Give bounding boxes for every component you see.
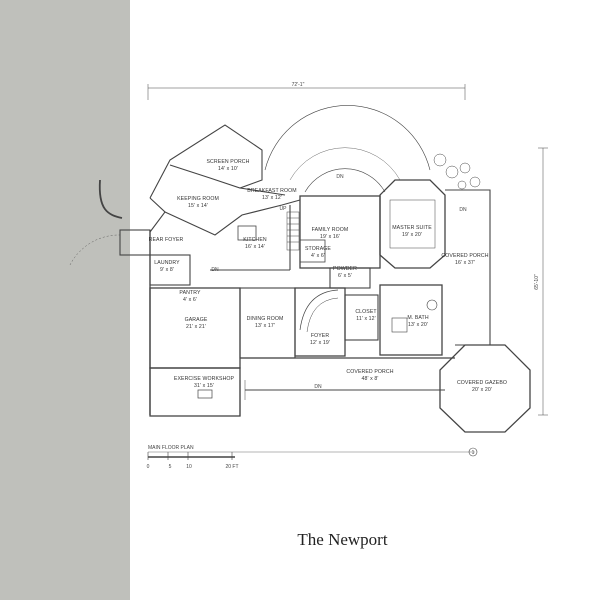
side-porch-name: COVERED PORCH [441, 253, 488, 259]
scale-tick-20: 20 FT [225, 464, 238, 470]
side-porch-outline [445, 189, 491, 346]
north-label: 1 [472, 450, 475, 456]
main-stair [286, 211, 300, 251]
north-marker [468, 447, 478, 457]
master-suite-name: MASTER SUITE [392, 225, 432, 231]
scale-tick-0: 0 [147, 464, 150, 470]
curved-stair [299, 289, 339, 331]
foyer-size: 12' x 19' [310, 340, 330, 346]
breakfast-room-size: 13' x 12' [262, 195, 282, 201]
closet-walls [344, 294, 379, 341]
screen-porch-name: SCREEN PORCH [207, 159, 250, 165]
rear-terrace-arc [264, 105, 431, 171]
side-porch-size: 16' x 37' [455, 260, 475, 266]
closet-size: 11' x 12' [356, 316, 376, 322]
keeping-room-name: KEEPING ROOM [177, 196, 219, 202]
gazebo-name: COVERED GAZEBO [457, 380, 507, 386]
master-bath-name: M. BATH [407, 315, 429, 321]
gazebo-walls [439, 344, 531, 433]
room-labels: SCREEN PORCH 14' x 10' KEEPING ROOM 15' … [149, 159, 507, 393]
storage-size: 4' x 6' [311, 253, 325, 259]
laundry-size: 9' x 8' [160, 267, 174, 273]
garage-size: 21' x 21' [186, 324, 206, 330]
storage-name: STORAGE [305, 246, 331, 252]
exercise-name: EXERCISE WORKSHOP [174, 376, 235, 382]
overall-width-text: 72'-1" [292, 82, 305, 88]
kitchen-island [237, 225, 257, 241]
master-suite-size: 19' x 20' [402, 232, 422, 238]
foyer-name: FOYER [311, 333, 330, 339]
kitchen-name: KITCHEN [243, 237, 267, 243]
overall-depth-text: 65'-10" [534, 274, 540, 290]
powder-name: POWDER [333, 266, 357, 272]
dn-mark-rear: DN [336, 174, 344, 180]
screen-porch-walls [149, 124, 263, 199]
closet-name: CLOSET [355, 309, 377, 315]
screen-porch-size: 14' x 10' [218, 166, 238, 172]
master-bath-walls [379, 284, 443, 356]
breakfast-room-name: BREAKFAST ROOM [247, 188, 296, 194]
rear-foyer-name: REAR FOYER [149, 237, 184, 243]
dn-mark-side: DN [459, 207, 467, 213]
family-room-name: FAMILY ROOM [312, 227, 349, 233]
front-porch-size: 48' x 8' [362, 376, 379, 382]
exercise-size: 31' x 15' [194, 383, 214, 389]
scale-tick-5: 5 [169, 464, 172, 470]
gazebo-size: 20' x 20' [472, 387, 492, 393]
family-room-size: 19' x 16' [320, 234, 340, 240]
laundry-walls [149, 254, 191, 286]
powder-size: 6' x 5' [338, 273, 352, 279]
scale-tick-10: 10 [186, 464, 192, 470]
rear-foyer-walls [119, 229, 151, 256]
powder-walls [329, 267, 371, 289]
dining-name: DINING ROOM [247, 316, 284, 322]
dining-size: 13' x 17' [255, 323, 275, 329]
up-mark: UP [280, 206, 288, 212]
kitchen-size: 16' x 14' [245, 244, 265, 250]
keeping-room-size: 15' x 14' [188, 203, 208, 209]
keeping-breakfast-walls [164, 199, 301, 236]
garage-name: GARAGE [185, 317, 208, 323]
plan-label: MAIN FLOOR PLAN [148, 445, 194, 451]
dn-mark-front: DN [314, 384, 322, 390]
pantry-size: 4' x 6' [183, 297, 197, 303]
entry-path [98, 179, 123, 219]
side-band [0, 0, 130, 600]
front-porch-name: COVERED PORCH [346, 369, 393, 375]
master-bath-size: 13' x 20' [408, 322, 428, 328]
shrubs [433, 153, 481, 190]
master-suite-walls [379, 179, 446, 269]
pantry-name: PANTRY [179, 290, 201, 296]
laundry-name: LAUNDRY [154, 260, 180, 266]
dn-mark: DN [211, 267, 219, 273]
plan-title: The Newport [297, 530, 388, 549]
